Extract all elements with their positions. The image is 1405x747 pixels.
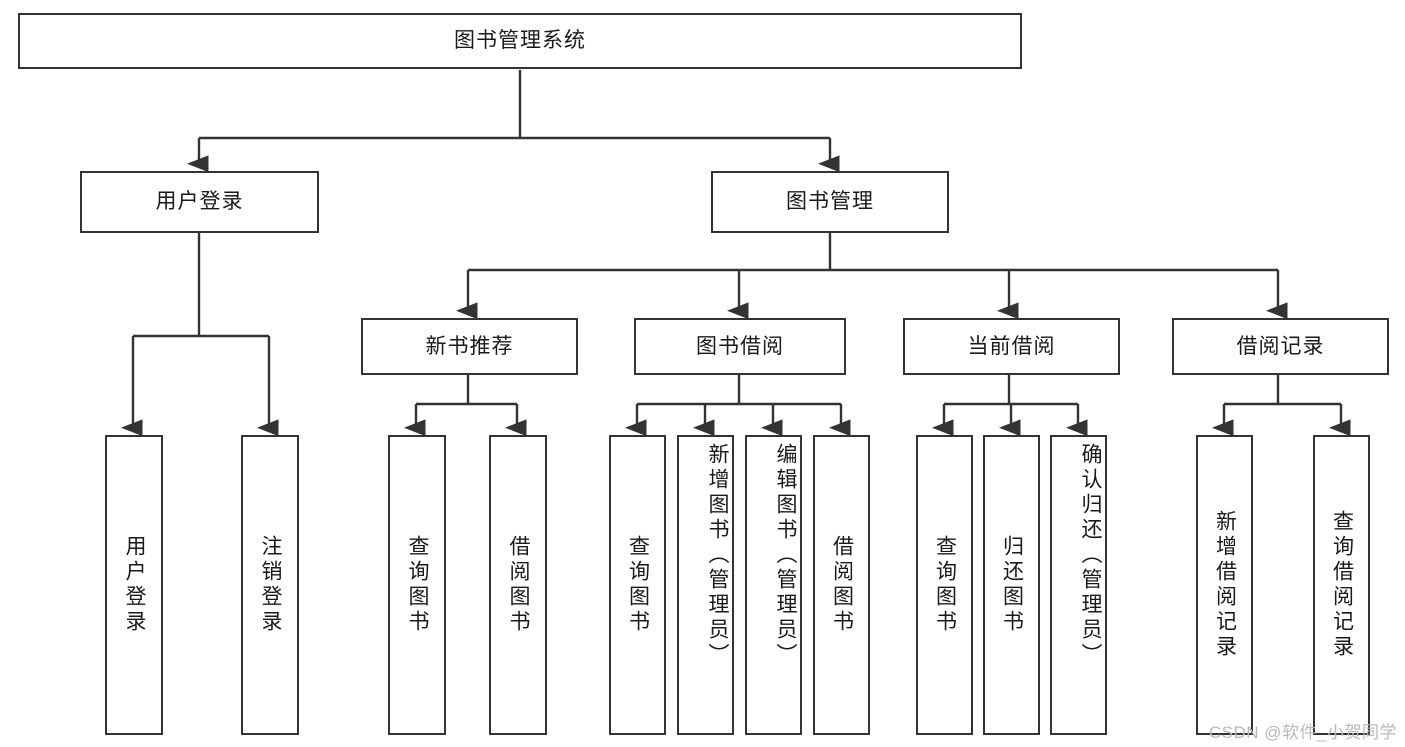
node-book-manage[interactable]: 图书管理 — [711, 171, 949, 233]
node-leaf-logout[interactable]: 注销登录 — [241, 435, 299, 735]
node-new-book-rec-label: 新书推荐 — [425, 334, 514, 358]
node-current-borrow-label: 当前借阅 — [967, 334, 1056, 358]
node-user-login-label: 用户登录 — [155, 190, 244, 214]
node-leaf-return-book-label: 归还图书 — [1000, 535, 1024, 635]
node-book-borrow[interactable]: 图书借阅 — [634, 318, 846, 375]
node-leaf-return-book[interactable]: 归还图书 — [983, 435, 1040, 735]
node-leaf-borrow-book-2-label: 借阅图书 — [830, 535, 854, 635]
node-leaf-query-book-2[interactable]: 查询图书 — [609, 435, 666, 735]
node-book-manage-label: 图书管理 — [786, 190, 874, 214]
node-leaf-confirm-return[interactable]: 确认归还（管理员） — [1050, 435, 1107, 735]
node-leaf-confirm-return-label: 确认归还（管理员） — [1079, 443, 1102, 668]
node-current-borrow[interactable]: 当前借阅 — [903, 318, 1120, 375]
node-leaf-borrow-book-1-label: 借阅图书 — [507, 535, 530, 635]
node-leaf-add-book[interactable]: 新增图书（管理员） — [677, 435, 734, 735]
node-book-borrow-label: 图书借阅 — [696, 334, 784, 358]
node-root[interactable]: 图书管理系统 — [18, 13, 1022, 69]
node-leaf-add-record-label: 新增借阅记录 — [1213, 510, 1237, 660]
node-leaf-query-book-2-label: 查询图书 — [626, 535, 650, 635]
node-leaf-query-book-1[interactable]: 查询图书 — [388, 435, 446, 735]
watermark: CSDN @软件_小贺同学 — [1208, 723, 1397, 742]
node-leaf-query-book-3-label: 查询图书 — [933, 535, 957, 635]
node-leaf-logout-label: 注销登录 — [259, 535, 282, 635]
node-leaf-edit-book-label: 编辑图书（管理员） — [774, 443, 797, 668]
node-borrow-record-label: 借阅记录 — [1236, 334, 1325, 358]
node-leaf-add-book-label: 新增图书（管理员） — [706, 443, 729, 668]
node-leaf-add-record[interactable]: 新增借阅记录 — [1196, 435, 1253, 735]
node-new-book-rec[interactable]: 新书推荐 — [361, 318, 578, 375]
node-leaf-edit-book[interactable]: 编辑图书（管理员） — [745, 435, 802, 735]
node-leaf-query-record[interactable]: 查询借阅记录 — [1313, 435, 1370, 735]
node-leaf-user-login[interactable]: 用户登录 — [105, 435, 163, 735]
node-root-label: 图书管理系统 — [454, 29, 586, 53]
node-leaf-query-book-3[interactable]: 查询图书 — [916, 435, 973, 735]
node-borrow-record[interactable]: 借阅记录 — [1172, 318, 1389, 375]
node-leaf-query-record-label: 查询借阅记录 — [1330, 510, 1354, 660]
node-leaf-borrow-book-2[interactable]: 借阅图书 — [813, 435, 870, 735]
node-leaf-query-book-1-label: 查询图书 — [406, 535, 429, 635]
node-leaf-borrow-book-1[interactable]: 借阅图书 — [489, 435, 547, 735]
node-user-login[interactable]: 用户登录 — [80, 171, 319, 233]
node-leaf-user-login-label: 用户登录 — [123, 535, 146, 635]
